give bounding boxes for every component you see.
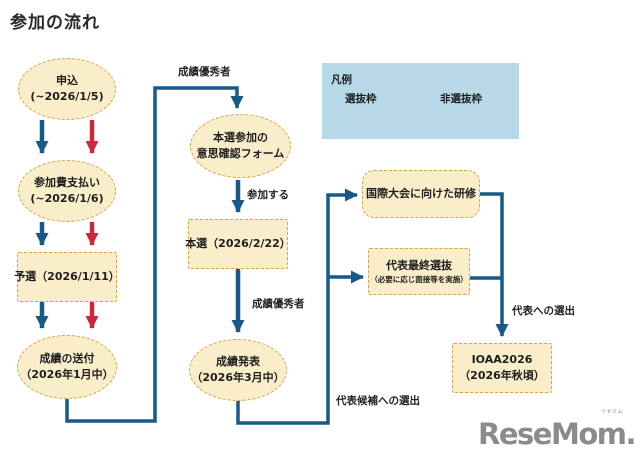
legend-nonselected-label: 非選抜枠 xyxy=(440,93,482,105)
node-results-announce: 成績発表 （2026年3月中） xyxy=(189,339,287,401)
resemom-logo: リセマム ReseMom. xyxy=(478,409,636,449)
node-training: 国際大会に向けた研修 xyxy=(362,170,480,218)
page-title: 参加の流れ xyxy=(10,13,100,33)
node-payment-label: 参加費支払い xyxy=(34,175,100,189)
node-intent-form-label: 本選参加の xyxy=(213,130,268,144)
node-payment: 参加費支払い (~2026/1/6) xyxy=(18,160,116,222)
node-final-selection-label: 代表最終選抜 xyxy=(386,259,452,273)
node-results-send-sub: （2026年1月中） xyxy=(20,368,114,381)
edge-announce-to-training xyxy=(236,188,358,425)
node-preliminary-label: 予選（2026/1/11） xyxy=(14,269,120,283)
edge-label-top-excellent: 成績優秀者 xyxy=(178,66,231,78)
node-preliminary: 予選（2026/1/11） xyxy=(14,252,120,302)
node-payment-sub: (~2026/1/6) xyxy=(30,192,104,205)
node-results-announce-label: 成績発表 xyxy=(216,354,260,368)
node-ioaa2026-label: IOAA2026 xyxy=(471,352,533,366)
edge-training-to-ioaa xyxy=(480,192,509,337)
edge-results-to-intentform xyxy=(65,86,244,423)
edge-label-mid-excellent: 成績優秀者 xyxy=(252,298,305,310)
node-final-selection: 代表最終選抜 （必要に応じ面接等を実施） xyxy=(368,248,470,295)
legend-box: 凡例 選抜枠 非選抜枠 xyxy=(322,63,519,139)
legend-title: 凡例 xyxy=(331,74,352,86)
node-training-label: 国際大会に向けた研修 xyxy=(366,186,476,200)
node-intent-form: 本選参加の 意思確認フォーム xyxy=(190,114,291,178)
node-intent-form-sub: 意思確認フォーム xyxy=(196,147,285,160)
node-results-send: 成績の送付 （2026年1月中） xyxy=(17,335,117,399)
node-final-selection-sub: （必要に応じ面接等を実施） xyxy=(370,274,468,284)
node-apply-label: 申込 xyxy=(56,73,78,87)
edge-label-candidate-selection: 代表候補への選出 xyxy=(336,395,420,407)
node-apply: 申込 (~2026/1/5) xyxy=(18,58,116,120)
resemom-logo-text: ReseMom. xyxy=(478,417,636,451)
node-final-round-label: 本選（2026/2/22） xyxy=(185,236,291,250)
node-results-announce-sub: （2026年3月中） xyxy=(191,371,285,384)
resemom-logo-ruby: リセマム xyxy=(600,409,623,415)
node-ioaa2026: IOAA2026 （2026年秋頃） xyxy=(452,343,552,393)
edge-label-rep-selection: 代表への選出 xyxy=(512,305,575,317)
node-apply-sub: (~2026/1/5) xyxy=(30,90,104,103)
edge-label-participate: 参加する xyxy=(247,189,289,201)
legend-selected-label: 選抜枠 xyxy=(345,93,377,105)
node-results-send-label: 成績の送付 xyxy=(39,351,95,365)
node-ioaa2026-sub: （2026年秋頃） xyxy=(459,369,545,382)
node-final-round: 本選（2026/2/22） xyxy=(185,219,291,269)
